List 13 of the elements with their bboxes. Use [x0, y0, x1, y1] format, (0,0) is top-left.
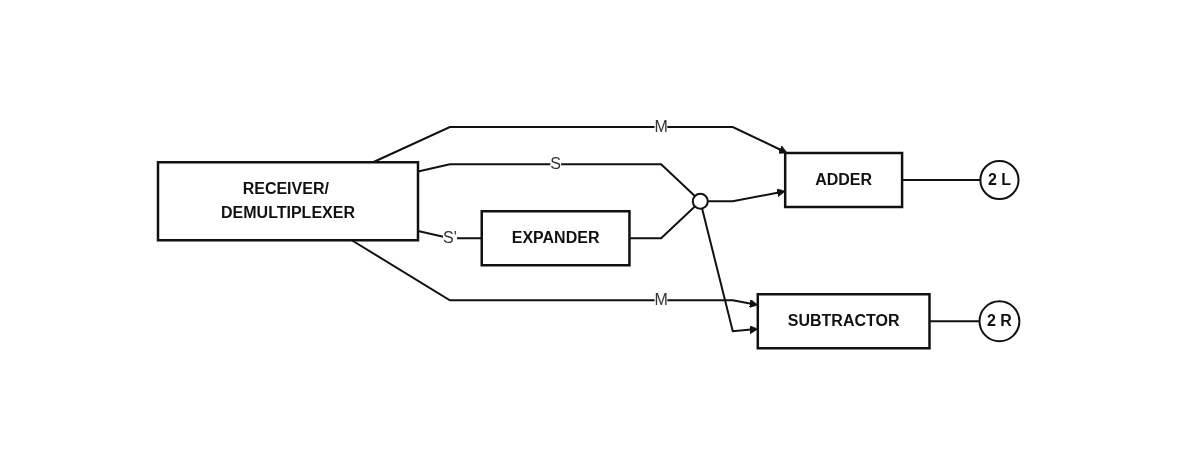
node-switch [692, 193, 710, 211]
edge-label: M [654, 291, 669, 309]
arrow [701, 207, 759, 335]
node-box: ADDER [784, 152, 904, 209]
node-box: EXPANDER [480, 210, 631, 267]
edge-label: S' [443, 229, 458, 247]
node-box: RECEIVER/ DEMULTIPLEXER [157, 161, 420, 242]
arrow [707, 188, 786, 203]
node-circle: 2 R [978, 300, 1021, 343]
node-box: SUBTRACTOR [756, 293, 932, 350]
edge-label: M [654, 118, 669, 136]
node-circle: 2 L [979, 160, 1020, 201]
edge-label: S [550, 155, 562, 173]
